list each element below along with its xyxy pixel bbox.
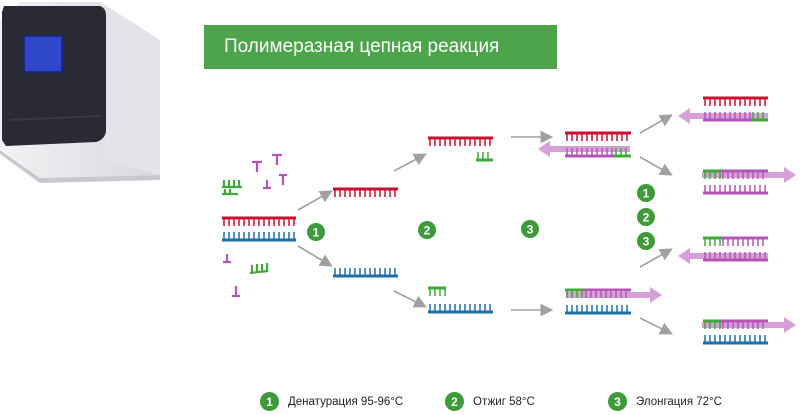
template-top-strand — [222, 216, 296, 226]
product-3-purple — [721, 236, 768, 246]
elongation-top-red — [565, 131, 631, 141]
annealed-blue-strand — [428, 304, 493, 314]
cycle-marker-1: 1 — [637, 184, 655, 202]
step-marker-3: 3 — [521, 220, 539, 238]
arrow-cycle-3 — [639, 248, 673, 268]
arrow-anneal-bottom — [393, 290, 427, 308]
arrow-cycle-4 — [639, 317, 673, 335]
product-2-purple — [721, 169, 768, 179]
elongation-top-green — [614, 148, 631, 158]
arrow-denature-top — [297, 190, 333, 211]
product-4-blue — [703, 335, 768, 345]
product-arrow-3 — [678, 248, 768, 264]
product-2-green — [703, 169, 721, 179]
legend-number-2: 2 — [445, 392, 464, 411]
legend-annealing: 2 Отжиг 58°C — [445, 392, 535, 411]
svg-text:3: 3 — [643, 235, 650, 249]
nucleotide-icon — [223, 153, 287, 298]
primer-icon — [222, 180, 269, 275]
page-title: Полимеразная цепная реакция — [204, 25, 557, 69]
product-arrow-1 — [678, 108, 768, 124]
elongation-top-purple — [565, 148, 614, 158]
step-marker-1: 1 — [307, 223, 325, 241]
title-text: Полимеразная цепная реакция — [224, 36, 500, 57]
annealed-primer-top — [476, 152, 493, 162]
product-3-green — [703, 236, 721, 246]
product-3-purple-bottom — [703, 252, 768, 262]
svg-text:2: 2 — [424, 224, 431, 238]
product-2-purple-bottom — [703, 185, 768, 195]
template-bottom-strand — [222, 232, 296, 242]
elongation-bottom-green — [565, 288, 584, 298]
legend-number-1: 1 — [260, 392, 279, 411]
arrow-cycle-2 — [639, 156, 673, 176]
extension-arrow-top — [538, 141, 630, 157]
arrow-cycle-1 — [639, 114, 673, 134]
product-arrow-2 — [702, 167, 796, 183]
product-arrow-4 — [702, 317, 796, 333]
svg-text:2: 2 — [643, 211, 650, 225]
arrow-denature-bottom — [297, 245, 333, 267]
svg-text:1: 1 — [643, 187, 650, 201]
step-marker-2: 2 — [418, 221, 436, 239]
product-4-green — [703, 319, 721, 329]
product-1-purple — [703, 112, 751, 122]
denatured-red-strand — [333, 187, 398, 197]
arrow-anneal-top — [393, 153, 427, 172]
product-1-red — [703, 96, 768, 106]
legend-label-2: Отжиг 58°C — [473, 395, 535, 408]
product-1-green — [751, 112, 768, 122]
legend-denaturation: 1 Денатурация 95-96°C — [260, 392, 403, 411]
legend-elongation: 3 Элонгация 72°C — [608, 392, 722, 411]
thermal-cycler-icon — [0, 2, 160, 183]
cycle-marker-3: 3 — [637, 232, 655, 250]
legend-label-1: Денатурация 95-96°C — [288, 395, 404, 408]
annealed-primer-bottom — [428, 286, 446, 296]
cycle-marker-2: 2 — [637, 208, 655, 226]
svg-text:1: 1 — [313, 226, 320, 240]
denatured-blue-strand — [333, 268, 398, 278]
extension-arrow-bottom — [566, 287, 662, 303]
legend-label-3: Элонгация 72°C — [636, 395, 722, 408]
dna-strand-icon — [222, 96, 796, 345]
elongation-bottom-blue — [565, 305, 631, 315]
legend-number-3: 3 — [608, 392, 627, 411]
svg-text:3: 3 — [527, 223, 534, 237]
annealed-red-strand — [428, 136, 493, 146]
elongation-bottom-purple — [584, 288, 631, 298]
product-4-purple — [721, 319, 768, 329]
